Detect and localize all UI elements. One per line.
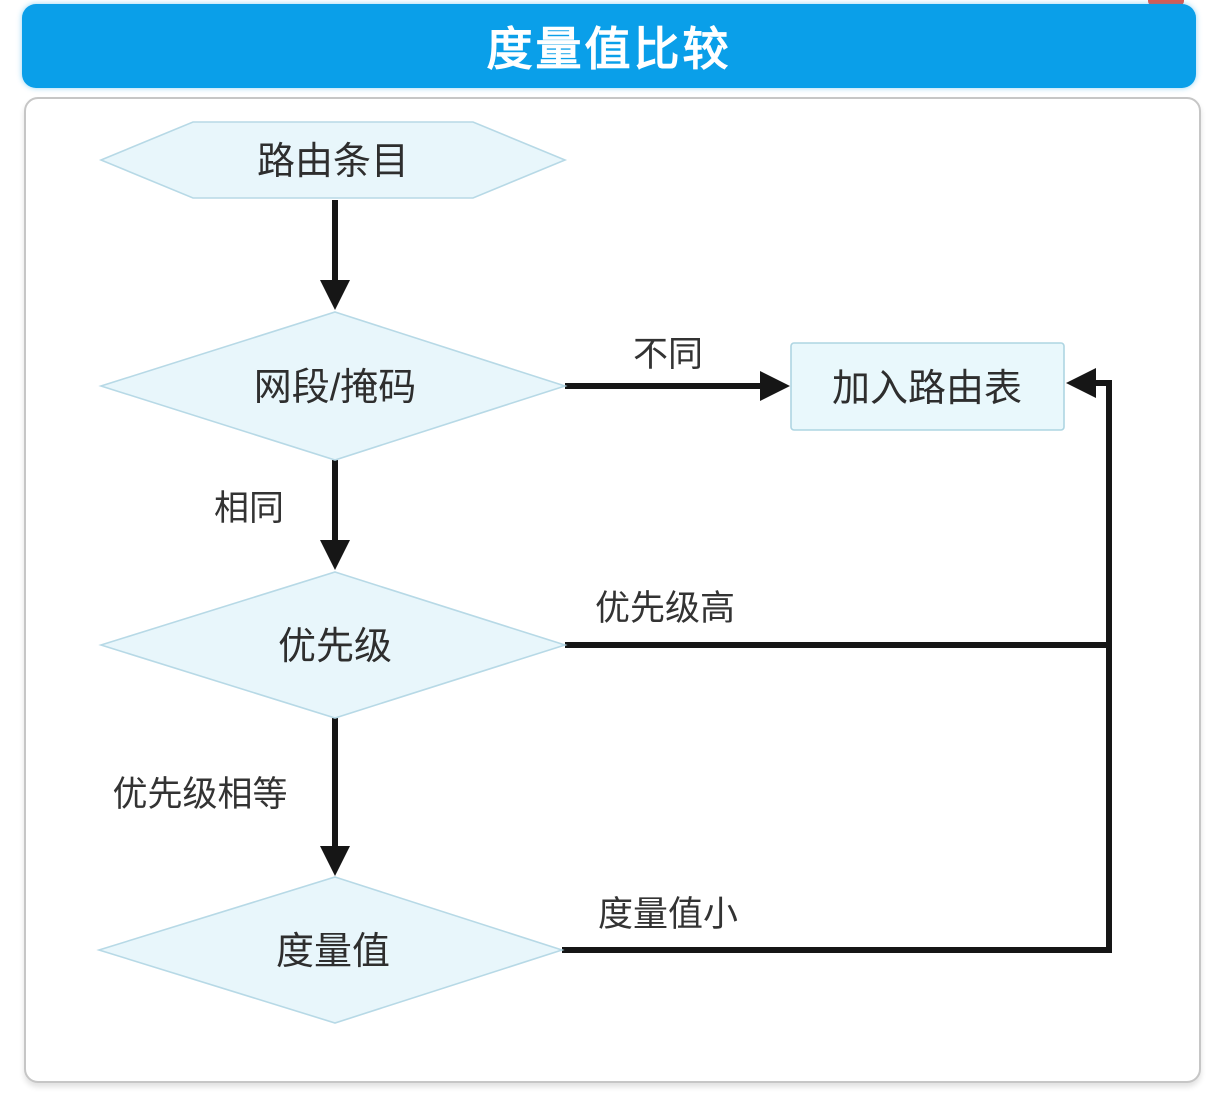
arrowhead-left-icon [1066,368,1096,398]
node-label-netmask: 网段/掩码 [254,367,417,409]
clipped-red-badge [1148,0,1184,6]
arrowhead-down-icon [320,846,350,876]
edge-metric-to-table: 度量值小 [562,368,1112,953]
node-label-add-to-table: 加入路由表 [832,368,1022,410]
arrowhead-down-icon [320,540,350,570]
edge-priority-to-table: 优先级高 [565,589,1109,648]
node-label-metric: 度量值 [276,931,390,973]
edge-label-different: 不同 [633,335,703,374]
edge-label-priority-high: 优先级高 [595,589,735,628]
node-netmask-check: 网段/掩码 [98,311,568,461]
node-priority-check: 优先级 [98,571,568,719]
edge-netmask-to-table: 不同 [565,335,790,401]
node-route-entry: 路由条目 [98,121,568,199]
arrowhead-down-icon [320,280,350,310]
page-title: 度量值比较 [486,23,732,75]
arrowhead-right-icon [760,371,790,401]
edge-label-same: 相同 [214,489,284,528]
edge-start-to-netmask [320,200,350,310]
node-label-route-entry: 路由条目 [257,141,409,183]
node-add-to-table: 加入路由表 [790,342,1065,431]
node-label-priority: 优先级 [278,626,392,668]
edge-label-priority-equal: 优先级相等 [112,775,287,814]
title-bar: 度量值比较 [22,4,1196,88]
edge-netmask-to-priority: 相同 [214,460,350,570]
node-metric-check: 度量值 [96,876,565,1024]
edge-priority-to-metric: 优先级相等 [112,718,350,876]
edge-label-metric-small: 度量值小 [598,895,738,934]
